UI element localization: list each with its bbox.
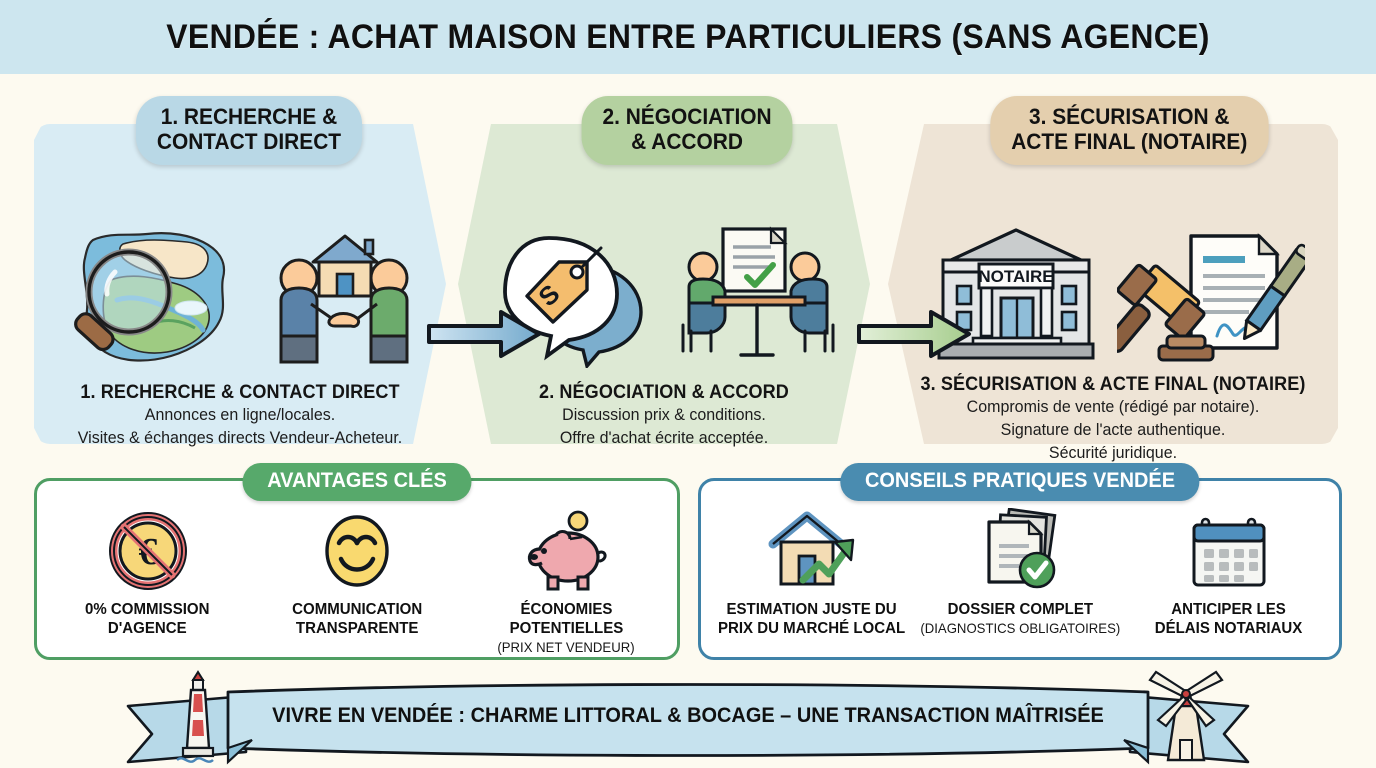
advantage-item-3: ÉCONOMIES POTENTIELLES (PRIX NET VENDEUR…	[466, 505, 667, 655]
tips-badge: CONSEILS PRATIQUES VENDÉE	[840, 463, 1200, 501]
step-2-caption: 2. NÉGOCIATION & ACCORD Discussion prix …	[466, 382, 862, 450]
tips-box: CONSEILS PRATIQUES VENDÉE ESTIMATION JUS…	[698, 463, 1342, 660]
step-2-artwork: S	[458, 219, 870, 374]
step-2-caption-line-1: Discussion prix & conditions.	[562, 406, 766, 424]
tip-item-1: ESTIMATION JUSTE DU PRIX DU MARCHÉ LOCAL	[711, 505, 911, 639]
step-3-caption: 3. SÉCURISATION & ACTE FINAL (NOTAIRE) C…	[896, 374, 1330, 464]
title-bar: VENDÉE : ACHAT MAISON ENTRE PARTICULIERS…	[0, 0, 1376, 74]
step-3-caption-line-2: Signature de l'acte authentique.	[1000, 420, 1226, 439]
step-1-caption: 1. RECHERCHE & CONTACT DIRECT Annonces e…	[42, 382, 438, 450]
footer-text: VIVRE EN VENDÉE : CHARME LITTORAL & BOCA…	[272, 704, 1104, 727]
house-growth-chart-icon	[763, 505, 859, 597]
step-panel-3: NOTAIRE	[888, 124, 1338, 462]
smiley-face-icon	[315, 505, 399, 597]
step-1-badge: 1. RECHERCHE & CONTACT DIRECT	[135, 96, 362, 166]
step-3-caption-title: 3. SÉCURISATION & ACTE FINAL (NOTAIRE)	[920, 374, 1306, 395]
tip-item-2-label: DOSSIER COMPLET	[947, 601, 1093, 618]
arrow-step1-to-step2	[425, 306, 545, 362]
lighthouse-icon	[176, 670, 215, 763]
step-3-badge: 3. SÉCURISATION & ACTE FINAL (NOTAIRE)	[990, 96, 1269, 166]
step-3-caption-line-1: Compromis de vente (rédigé par notaire).	[966, 398, 1260, 416]
arrow-step2-to-step3	[855, 306, 975, 362]
advantage-item-2-label: COMMUNICATION TRANSPARENTE	[291, 601, 423, 637]
step-1-caption-title: 1. RECHERCHE & CONTACT DIRECT	[80, 382, 400, 403]
gavel-document-pen-icon	[1117, 232, 1305, 361]
advantage-item-3-sub: (PRIX NET VENDEUR)	[497, 638, 635, 655]
magnifier-map-icon	[74, 231, 226, 362]
step-3-caption-line-3: Sécurité juridique.	[1048, 443, 1178, 462]
step-1-caption-line-2: Visites & échanges directs Vendeur-Achet…	[77, 428, 403, 447]
advantage-item-1: € 0% COMMISSION D'AGENCE	[47, 505, 248, 639]
notary-sign-label: NOTAIRE	[978, 267, 1053, 286]
advantage-item-2: COMMUNICATION TRANSPARENTE	[257, 505, 458, 639]
handshake-house-icon	[279, 234, 409, 363]
advantages-badge: AVANTAGES CLÉS	[242, 463, 472, 501]
step-2-caption-line-2: Offre d'achat écrite acceptée.	[559, 428, 769, 447]
documents-check-icon	[975, 505, 1065, 597]
process-steps-row: 1. RECHERCHE & CONTACT DIRECT Annonces e…	[0, 74, 1376, 462]
step-1-artwork	[34, 219, 446, 374]
calendar-icon	[1186, 505, 1272, 597]
negotiation-table-icon	[681, 225, 835, 357]
piggy-bank-icon	[520, 505, 612, 597]
step-2-caption-title: 2. NÉGOCIATION & ACCORD	[539, 382, 789, 403]
tip-item-2: DOSSIER COMPLET (DIAGNOSTICS OBLIGATOIRE…	[920, 505, 1120, 636]
step-panel-2: S	[458, 124, 870, 447]
windmill-icon	[1148, 670, 1224, 762]
advantage-item-1-label: 0% COMMISSION D'AGENCE	[85, 601, 210, 637]
tips-items: ESTIMATION JUSTE DU PRIX DU MARCHÉ LOCAL…	[707, 505, 1333, 649]
footer-banner: VIVRE EN VENDÉE : CHARME LITTORAL & BOCA…	[0, 668, 1376, 768]
page-title: VENDÉE : ACHAT MAISON ENTRE PARTICULIERS…	[166, 17, 1210, 56]
step-panel-1: 1. RECHERCHE & CONTACT DIRECT Annonces e…	[34, 124, 446, 447]
speech-bubbles-price-tag-icon: S	[503, 235, 643, 368]
advantages-box: AVANTAGES CLÉS € 0% COMMISSION D'AGENCE	[34, 463, 680, 660]
tip-item-2-sub: (DIAGNOSTICS OBLIGATOIRES)	[920, 619, 1120, 636]
advantages-items: € 0% COMMISSION D'AGENCE COMMU	[43, 505, 671, 655]
advantage-item-3-label: ÉCONOMIES POTENTIELLES	[509, 601, 624, 637]
tip-item-1-label: ESTIMATION JUSTE DU PRIX DU MARCHÉ LOCAL	[717, 601, 905, 637]
tip-item-3: ANTICIPER LES DÉLAIS NOTARIAUX	[1128, 505, 1328, 639]
no-commission-euro-icon: €	[106, 505, 190, 597]
tip-item-3-label: ANTICIPER LES DÉLAIS NOTARIAUX	[1154, 601, 1303, 637]
step-2-badge: 2. NÉGOCIATION & ACCORD	[581, 96, 793, 166]
step-1-caption-line-1: Annonces en ligne/locales.	[144, 406, 336, 424]
step-3-artwork: NOTAIRE	[888, 219, 1338, 374]
